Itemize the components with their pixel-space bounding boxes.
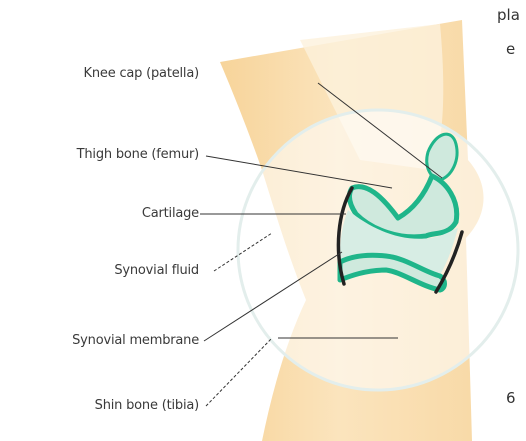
edge-text-second: e bbox=[506, 40, 515, 58]
label-thigh-bone: Thigh bone (femur) bbox=[77, 147, 199, 163]
label-cartilage: Cartilage bbox=[142, 206, 199, 222]
edge-text-bottom: 6 bbox=[506, 389, 516, 407]
label-synovial-fluid: Synovial fluid bbox=[114, 263, 199, 279]
label-shin-bone: Shin bone (tibia) bbox=[95, 398, 199, 414]
edge-text-top: pla bbox=[497, 6, 520, 24]
leader-shin-bone-1 bbox=[206, 338, 272, 406]
label-synovial-membrane: Synovial membrane bbox=[72, 333, 199, 349]
label-knee-cap: Knee cap (patella) bbox=[84, 66, 199, 82]
